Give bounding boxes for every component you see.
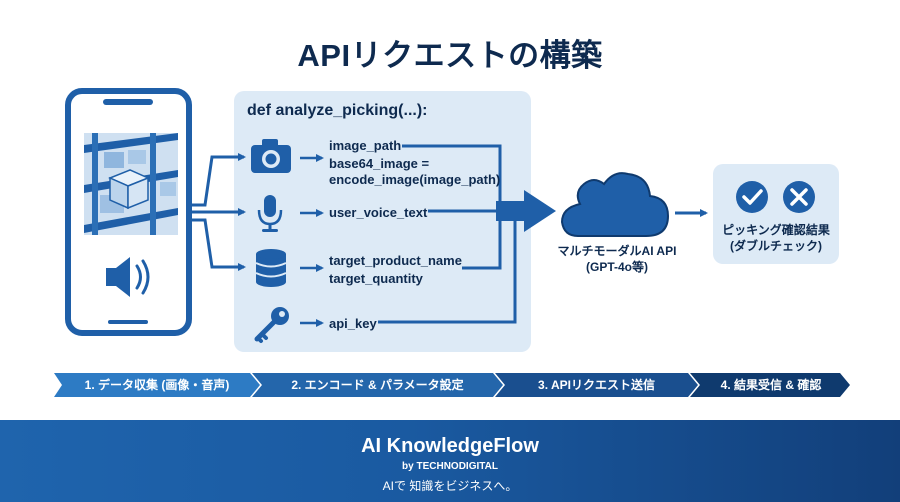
footer-banner [0, 420, 900, 502]
step-2: 2. エンコード & パラメータ設定 [291, 378, 464, 392]
param-arrows [300, 154, 324, 327]
speaker-icon [106, 257, 150, 297]
step-chevrons [54, 373, 850, 397]
result-label-line2: (ダブルチェック) [730, 239, 822, 253]
param-target-product-name: target_product_name [329, 253, 462, 268]
param-base64-line2: encode_image(image_path) [329, 172, 501, 187]
check-icon [736, 181, 768, 213]
function-signature: def analyze_picking(...): [247, 102, 428, 119]
api-label-line2: (GPT-4o等) [586, 260, 648, 274]
step-4: 4. 結果受信 & 確認 [720, 378, 822, 392]
step-1: 1. データ収集 (画像・音声) [84, 378, 230, 392]
merge-lines [378, 144, 517, 324]
footer-brand: AI KnowledgeFlow [361, 435, 539, 457]
param-api-key: api_key [329, 316, 377, 331]
footer-tagline: AIで 知識をビジネスへ。 [382, 479, 518, 493]
param-image-path: image_path [329, 138, 402, 153]
param-base64-line1: base64_image = [329, 156, 430, 171]
camera-icon [251, 139, 291, 173]
microphone-icon [257, 195, 283, 232]
result-box [713, 164, 839, 264]
database-icon [255, 249, 287, 287]
key-icon [254, 307, 289, 343]
param-target-quantity: target_quantity [329, 271, 423, 286]
step-3: 3. APIリクエスト送信 [538, 378, 655, 392]
smartphone-icon [65, 88, 192, 336]
phone-connectors [189, 153, 246, 271]
api-label-line1: マルチモーダルAI API [557, 244, 677, 258]
cross-icon [783, 181, 815, 213]
param-user-voice-text: user_voice_text [329, 205, 428, 220]
result-label-line1: ピッキング確認結果 [722, 223, 830, 237]
cloud-icon [560, 172, 670, 237]
page-title: APIリクエストの構築 [297, 38, 603, 73]
main-arrow [496, 190, 556, 232]
footer-by: by TECHNODIGITAL [402, 461, 498, 472]
